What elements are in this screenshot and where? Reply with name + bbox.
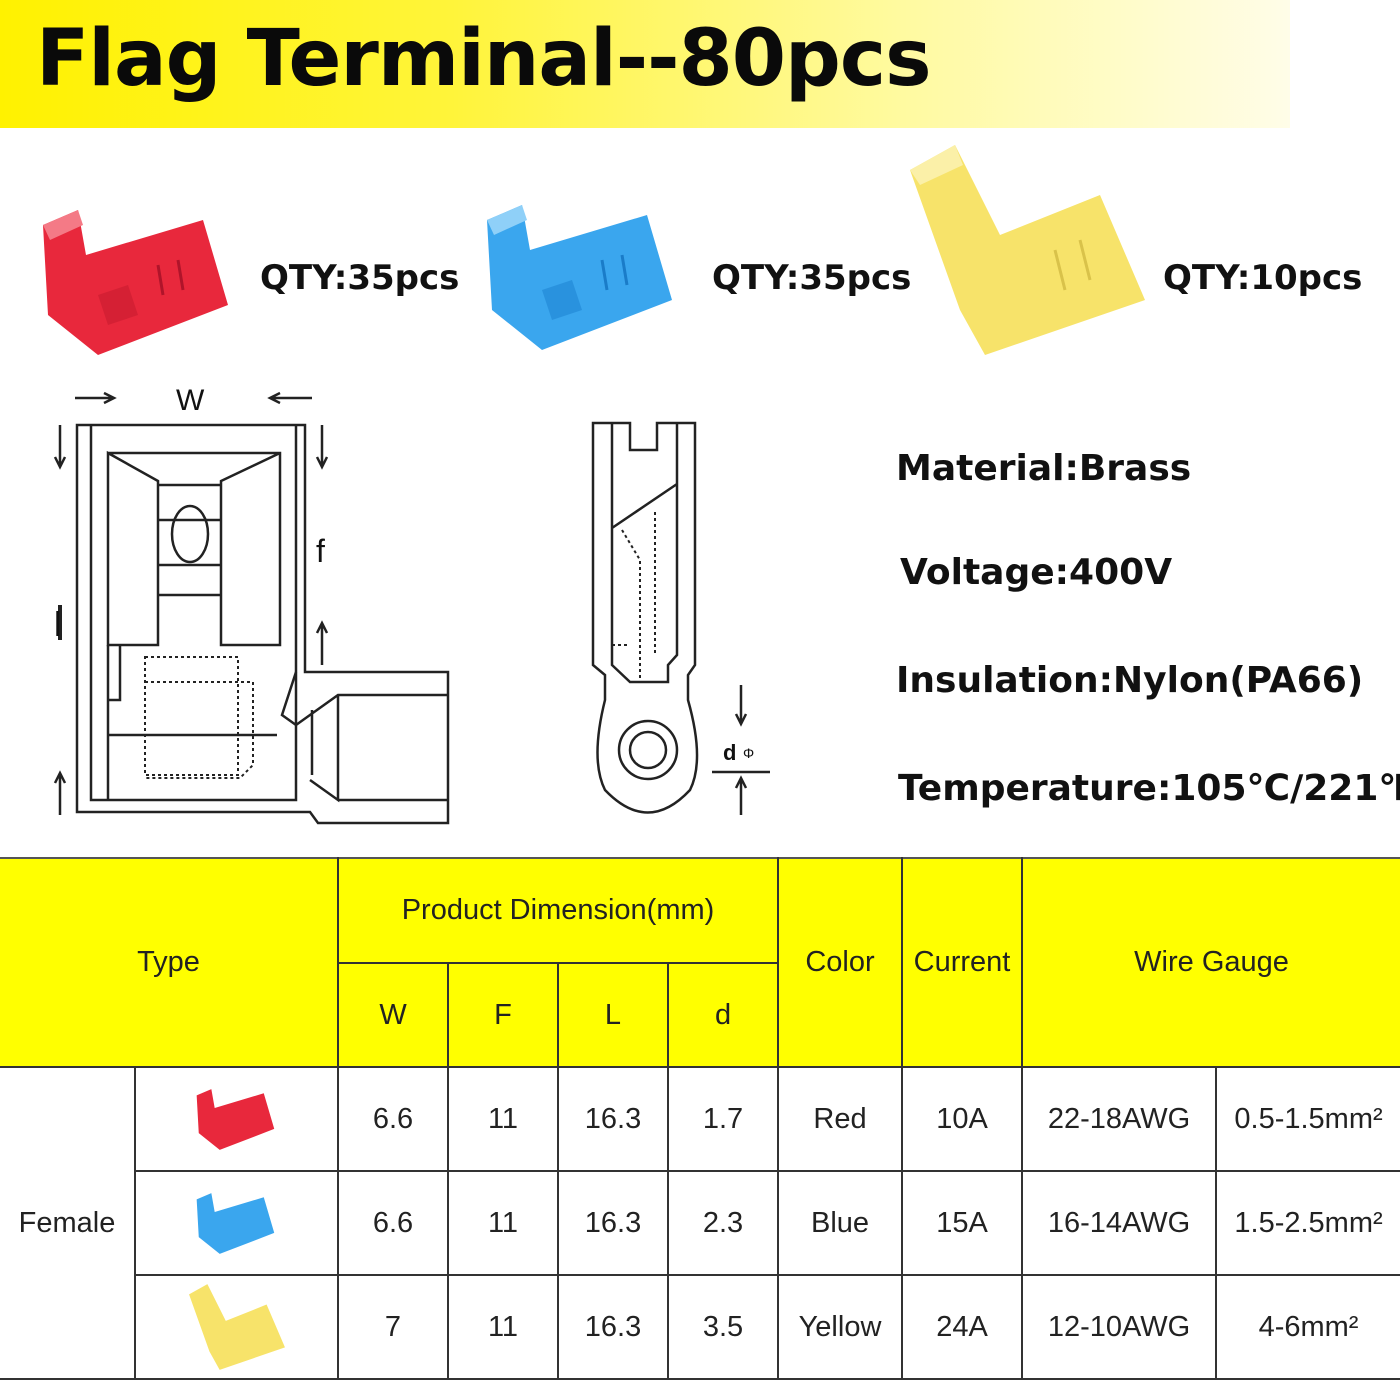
red-qty-label: QTY:35pcs [260, 258, 460, 298]
l-label: l [54, 606, 62, 644]
current-cell: 24A [901, 1274, 1024, 1380]
insulation-spec: Insulation:Nylon(PA66) [896, 660, 1364, 701]
width-arrows [75, 391, 312, 405]
f-cell: 11 [447, 1274, 559, 1380]
mm2-cell: 0.5-1.5mm² [1215, 1066, 1400, 1172]
color-cell: Red [777, 1066, 904, 1172]
w-cell: 7 [337, 1274, 449, 1380]
d-cell: 2.3 [666, 1170, 780, 1276]
f-cell: 11 [447, 1170, 559, 1276]
phi-symbol: Φ [743, 745, 754, 761]
color-header: Color [777, 857, 904, 1068]
table-row: Female 6.6 11 16.3 1.7 Red 10A 22-18AWG … [0, 1066, 1400, 1380]
current-cell: 15A [901, 1170, 1024, 1276]
mm2-cell: 1.5-2.5mm² [1215, 1170, 1400, 1276]
awg-cell: 22-18AWG [1021, 1066, 1218, 1172]
material-spec: Material:Brass [896, 448, 1192, 489]
spec-table: Type Product Dimension(mm) Color Current… [0, 857, 1400, 1380]
l-header: L [557, 962, 669, 1068]
w-cell: 6.6 [337, 1066, 449, 1172]
f-header: F [447, 962, 559, 1068]
mm2-cell: 4-6mm² [1215, 1274, 1400, 1380]
type-header: Type [0, 857, 339, 1068]
blue-qty-label: QTY:35pcs [712, 258, 912, 298]
l-cell: 16.3 [557, 1066, 669, 1172]
f-cell: 11 [447, 1066, 559, 1172]
awg-cell: 16-14AWG [1021, 1170, 1218, 1276]
d-header: d [666, 962, 779, 1068]
voltage-spec: Voltage:400V [900, 552, 1173, 593]
female-group-label: Female [0, 1066, 136, 1380]
awg-cell: 12-10AWG [1021, 1274, 1218, 1380]
red-swatch [134, 1066, 339, 1172]
d-cell: 1.7 [666, 1066, 780, 1172]
current-cell: 10A [901, 1066, 1024, 1172]
w-label: W [176, 384, 205, 417]
f-label: f [316, 533, 325, 569]
color-cell: Yellow [777, 1274, 904, 1380]
wire-gauge-header: Wire Gauge [1021, 857, 1400, 1068]
w-header: W [338, 962, 449, 1068]
blue-flag-terminal-image [487, 205, 672, 350]
page-title: Flag Terminal--80pcs [36, 14, 932, 104]
l-cell: 16.3 [557, 1170, 669, 1276]
table-row: 7 11 16.3 3.5 Yellow 24A 12-10AWG 4-6mm² [0, 1274, 1400, 1380]
d-label: d [723, 740, 736, 765]
current-header: Current [901, 857, 1024, 1068]
blue-swatch [135, 1170, 339, 1276]
yellow-swatch [135, 1274, 339, 1380]
yellow-flag-terminal-image [910, 145, 1145, 355]
length-arrows [53, 425, 329, 815]
dimension-header: Product Dimension(mm) [336, 857, 780, 964]
l-cell: 16.3 [557, 1274, 669, 1380]
w-cell: 6.6 [337, 1170, 449, 1276]
dimension-drawing: W f l d Φ [53, 384, 770, 825]
table-row: 6.6 11 16.3 2.3 Blue 15A 16-14AWG 1.5-2.… [0, 1170, 1400, 1276]
title-banner [0, 0, 1290, 128]
red-flag-terminal-image [43, 210, 228, 355]
d-cell: 3.5 [666, 1274, 780, 1380]
color-cell: Blue [777, 1170, 904, 1276]
temperature-spec: Temperature:105℃/221℉ [898, 768, 1400, 809]
yellow-qty-label: QTY:10pcs [1163, 258, 1363, 298]
